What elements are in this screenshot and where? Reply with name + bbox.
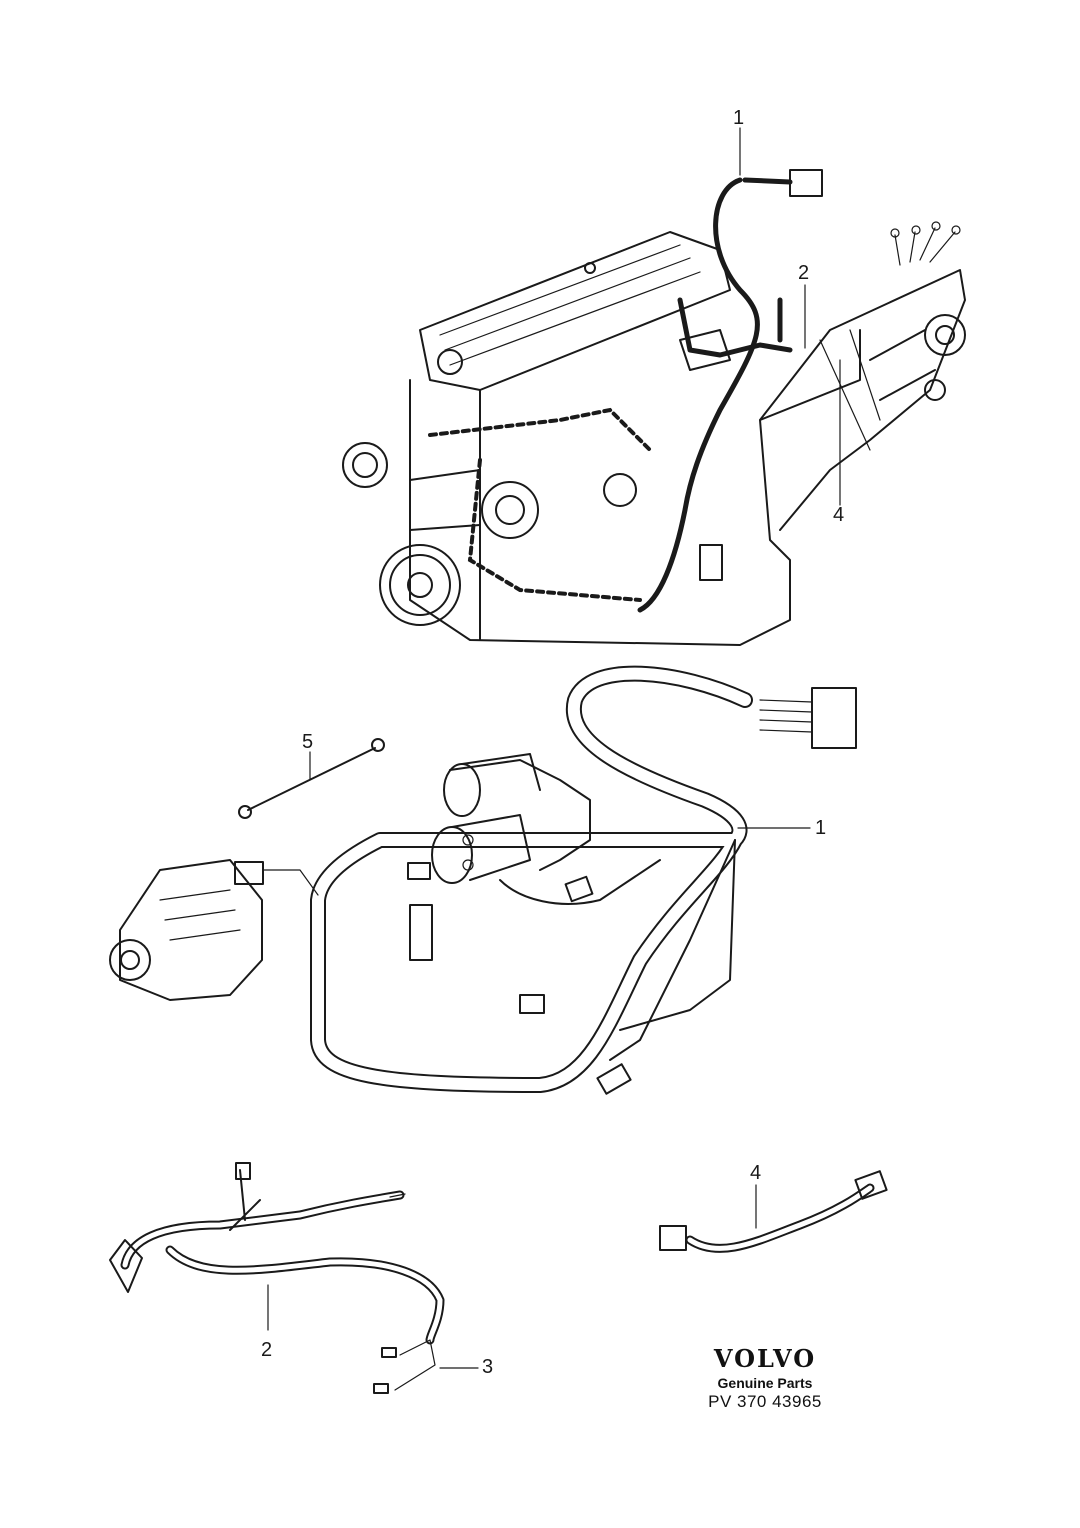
callout-1-harness: 1 <box>815 817 827 839</box>
starter-motor-illustration <box>407 753 591 884</box>
brand-block: VOLVO Genuine Parts PV 370 43965 <box>700 1344 830 1412</box>
harness-2-illustration <box>109 1162 479 1394</box>
volvo-logo: VOLVO <box>713 1344 817 1373</box>
brand-tagline: Genuine Parts <box>717 1375 813 1391</box>
ground-strap-illustration <box>238 738 385 819</box>
alternator-illustration <box>109 859 319 1001</box>
callout-2-top: 2 <box>798 262 810 284</box>
callout-1-top: 1 <box>733 107 745 129</box>
engine-illustration <box>342 127 966 646</box>
callout-2-bottom: 2 <box>261 1339 273 1361</box>
callout-5: 5 <box>302 731 314 753</box>
callout-4-bottom: 4 <box>750 1162 762 1184</box>
callout-3: 3 <box>482 1356 494 1378</box>
callout-4-top: 4 <box>833 504 845 526</box>
main-harness-illustration <box>310 665 857 1095</box>
part-code: PV 370 43965 <box>708 1392 822 1411</box>
sensor-cable-4-illustration <box>659 1170 888 1253</box>
